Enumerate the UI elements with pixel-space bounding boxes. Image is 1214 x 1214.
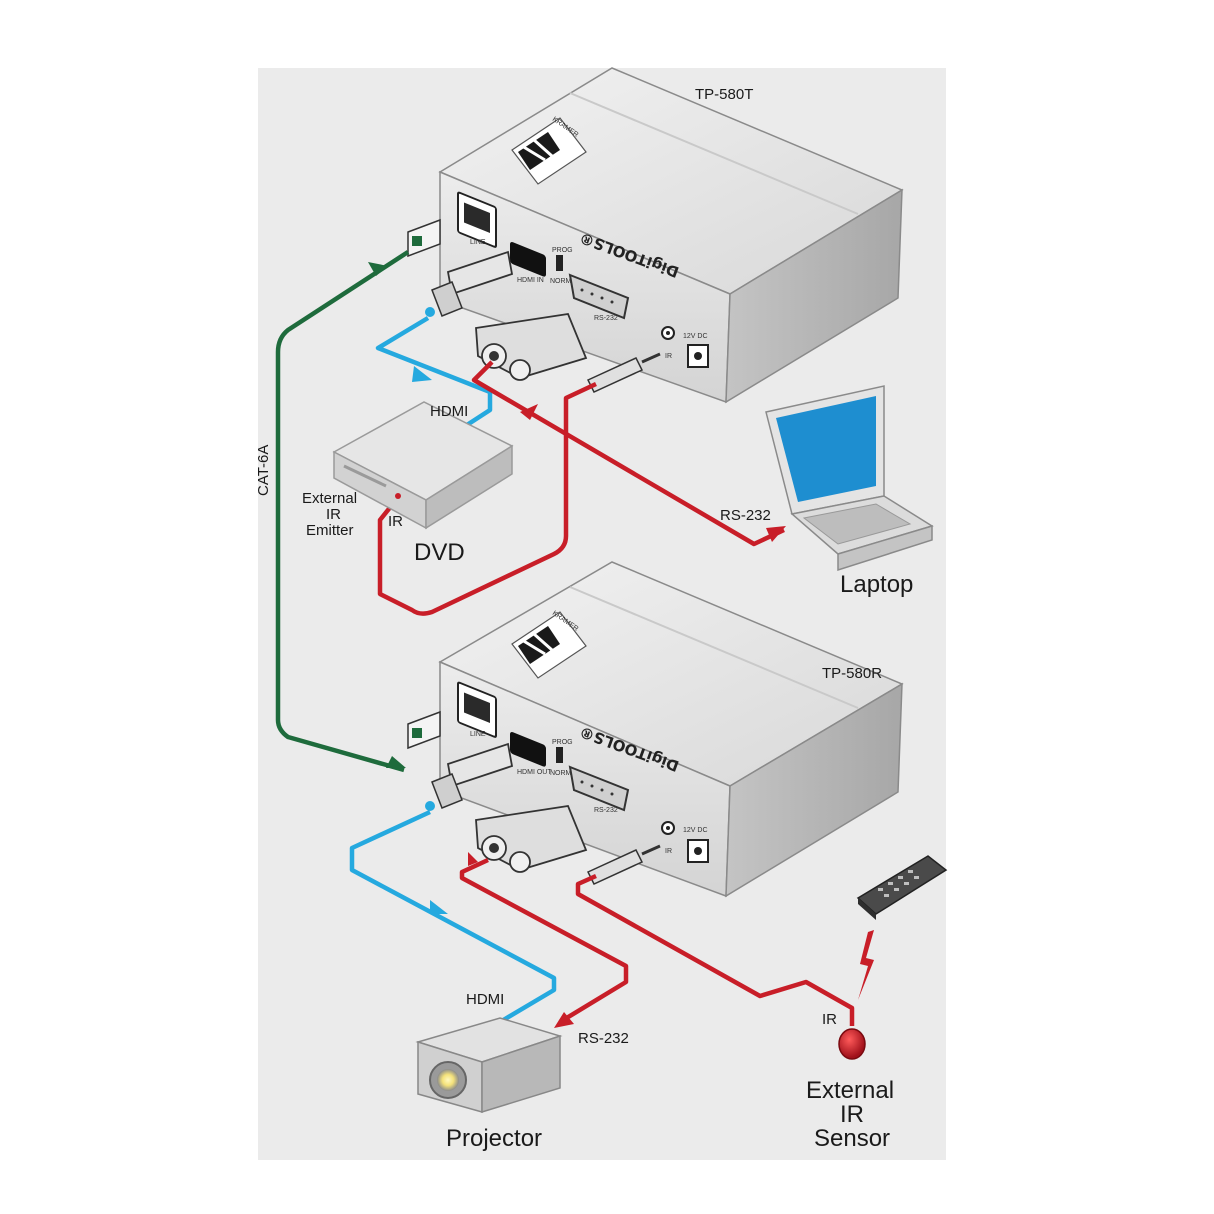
ir-emitter-label-2: IR	[326, 506, 341, 523]
svg-text:12V DC: 12V DC	[683, 333, 708, 340]
ir-sensor-label-2: IR	[840, 1101, 864, 1128]
svg-text:IR: IR	[665, 353, 672, 360]
cat-arrow-up	[368, 262, 388, 276]
rs232-cable-source	[471, 360, 785, 547]
svg-text:RS-232: RS-232	[594, 807, 618, 814]
rs232-arrow-sink-top	[468, 852, 478, 866]
ir-sensor-label-3: Sensor	[814, 1125, 890, 1152]
receiver-plugs	[407, 710, 661, 885]
hdmi-arrow-source	[412, 366, 432, 382]
svg-text:IR: IR	[665, 848, 672, 855]
projector	[415, 1017, 563, 1114]
transmitter-model-label: TP-580T	[695, 86, 753, 103]
rs232-arrow-source	[766, 526, 786, 542]
receiver-device: KRAMER LINE HDMI OUT PROG NORM RS-232 IR…	[438, 561, 904, 898]
laptop	[765, 385, 934, 572]
svg-text:PROG: PROG	[552, 247, 573, 254]
svg-text:HDMI OUT: HDMI OUT	[517, 769, 552, 776]
kramer-logo: KRAMER	[511, 116, 587, 185]
dvd-ir-label: IR	[388, 513, 403, 530]
hdmi-sink-label: HDMI	[466, 991, 504, 1008]
hdmi-arrow-sink	[430, 900, 448, 914]
projector-label: Projector	[446, 1125, 542, 1152]
ir-sensor	[838, 1028, 866, 1060]
sensor-ir-label: IR	[822, 1011, 837, 1028]
svg-text:PROG: PROG	[552, 739, 573, 746]
svg-text:HDMI IN: HDMI IN	[517, 277, 544, 284]
svg-text:LINE: LINE	[470, 239, 486, 246]
rs232-sink-label: RS-232	[578, 1030, 629, 1047]
rs232-cable-sink	[459, 857, 629, 1024]
svg-text:LINE: LINE	[470, 731, 486, 738]
transmitter-plugs	[407, 218, 661, 393]
dvd-label: DVD	[414, 539, 465, 566]
receiver-model-label: TP-580R	[822, 665, 882, 682]
svg-text:RS-232: RS-232	[594, 315, 618, 322]
transmitter-device: KRAMER LINE HDMI IN PROG NORM RS-232 IR …	[438, 67, 904, 404]
rs232-source-label: RS-232	[720, 507, 771, 524]
rs232-arrow-source-mid	[520, 404, 538, 420]
ir-remote	[856, 855, 948, 920]
ir-cable-sensor	[575, 873, 855, 1026]
hdmi-cable-source	[375, 316, 493, 438]
laptop-label: Laptop	[840, 571, 913, 598]
ir-emitter-label-1: External	[302, 490, 357, 507]
svg-text:12V DC: 12V DC	[683, 827, 708, 834]
ir-emitter-label-3: Emitter	[306, 522, 354, 539]
rs232-arrow-sink-bottom	[554, 1012, 574, 1028]
svg-text:NORM: NORM	[550, 770, 572, 777]
ir-signal-bolt	[858, 930, 874, 1000]
svg-text:NORM: NORM	[550, 278, 572, 285]
cat-cable-label: CAT-6A	[255, 445, 272, 496]
ir-sensor-label-1: External	[806, 1077, 894, 1104]
cat-arrow-down	[386, 756, 406, 768]
hdmi-cable-sink	[349, 809, 557, 1024]
ir-cable-emitter	[377, 381, 597, 616]
hdmi-source-label: HDMI	[430, 403, 468, 420]
dvd-player	[332, 401, 514, 530]
cat-cable	[275, 250, 410, 773]
